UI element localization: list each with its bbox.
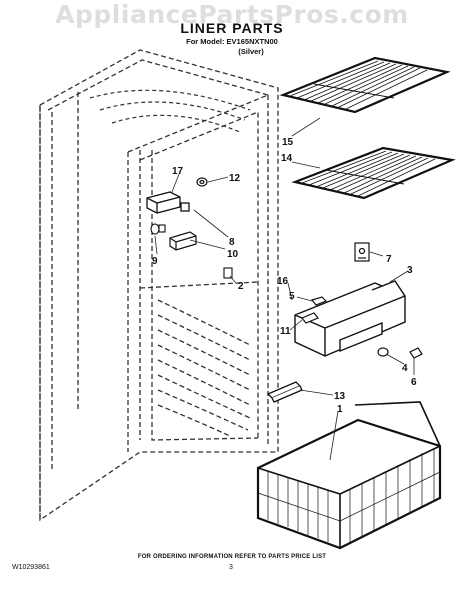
thermostat-knob <box>196 177 208 187</box>
page-number: 3 <box>229 564 233 571</box>
light-bracket <box>169 231 197 251</box>
light-housing <box>146 191 190 214</box>
callout-10: 10 <box>227 249 239 260</box>
callout-6: 6 <box>411 377 417 388</box>
callout-11: 11 <box>280 326 291 337</box>
clip <box>223 267 233 279</box>
screws <box>377 347 423 359</box>
callout-14: 14 <box>281 153 293 164</box>
gasket <box>301 312 319 324</box>
model-number: For Model: EV165NXTN00 <box>186 37 278 46</box>
callout-8: 8 <box>229 237 235 248</box>
ordering-note: FOR ORDERING INFORMATION REFER TO PARTS … <box>137 554 327 560</box>
callout-4: 4 <box>402 363 408 374</box>
callout-12: 12 <box>229 173 241 184</box>
callout-1: 1 <box>337 404 343 415</box>
model-variant: (Silver) <box>238 47 264 56</box>
callout-15: 15 <box>282 137 294 148</box>
evaporator-coils <box>157 299 251 437</box>
watermark: AppliancePartsPros.com <box>55 0 409 29</box>
callout-16: 16 <box>277 276 289 287</box>
wire-shelf-lower <box>291 146 456 200</box>
document-number: W10293861 <box>12 564 50 571</box>
callout-9: 9 <box>152 256 158 267</box>
callout-2: 2 <box>238 281 244 292</box>
callout-7: 7 <box>386 254 392 265</box>
callout-13: 13 <box>334 391 346 402</box>
wire-shelf-upper <box>279 56 451 114</box>
callout-17: 17 <box>172 166 184 177</box>
pad <box>310 296 328 306</box>
control-housing <box>294 280 406 357</box>
callout-labels: 15 14 17 12 8 10 9 2 7 3 16 5 11 4 6 13 … <box>152 137 417 415</box>
page-title: LINER PARTS <box>180 20 284 36</box>
switch <box>354 242 370 262</box>
wire-basket <box>256 401 442 550</box>
cabinet-outline <box>39 49 279 522</box>
callout-5: 5 <box>289 291 295 302</box>
light-bulb <box>150 223 166 235</box>
leader-lines <box>154 117 415 461</box>
basket-rail <box>266 381 303 403</box>
liner-top <box>89 89 251 133</box>
callout-3: 3 <box>407 265 413 276</box>
